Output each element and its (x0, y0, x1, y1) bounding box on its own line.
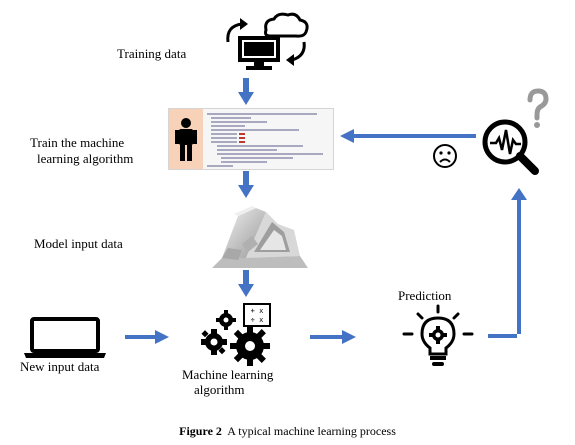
model-input-label: Model input data (34, 236, 123, 251)
arrow-down-3 (238, 270, 254, 297)
training-data-label: Training data (117, 46, 187, 61)
sad-face-icon (433, 144, 457, 168)
computer-cloud-sync-icon (226, 12, 309, 70)
ml-algorithm-label-line1: Machine learning (182, 367, 274, 382)
laptop-icon (24, 317, 106, 358)
arrow-right-1 (125, 330, 169, 344)
question-mark-icon (527, 88, 549, 128)
gears-icon: + x ÷ x (201, 303, 271, 366)
person-icon (175, 118, 197, 161)
ml-algorithm-label-line2: algorithm (194, 382, 245, 397)
arrow-down-2 (238, 171, 254, 198)
magnifier-waveform-icon (482, 119, 539, 175)
arrow-down-1 (238, 78, 254, 105)
new-input-label: New input data (20, 359, 100, 374)
lightbulb-gear-icon (402, 304, 474, 366)
figure-caption-number: Figure 2 (179, 424, 222, 438)
figure-caption-text: A typical machine learning process (227, 424, 396, 438)
svg-text:÷ x: ÷ x (251, 316, 264, 324)
arrow-feedback-connector (488, 334, 517, 338)
arrow-up-feedback (511, 188, 527, 334)
prediction-label: Prediction (398, 288, 452, 303)
code-lines-graphic (207, 113, 323, 167)
person-panel (169, 109, 203, 169)
train-algorithm-label-line1: Train the machine (30, 135, 125, 150)
arrow-right-2 (310, 330, 356, 344)
figure-caption: Figure 2 A typical machine learning proc… (0, 424, 575, 438)
svg-text:+ x: + x (251, 307, 264, 315)
3d-model-render (212, 206, 308, 268)
training-code-panel (168, 108, 334, 170)
train-algorithm-label-line2: learning algorithm (37, 151, 134, 166)
arrow-left-feedback (340, 129, 476, 143)
